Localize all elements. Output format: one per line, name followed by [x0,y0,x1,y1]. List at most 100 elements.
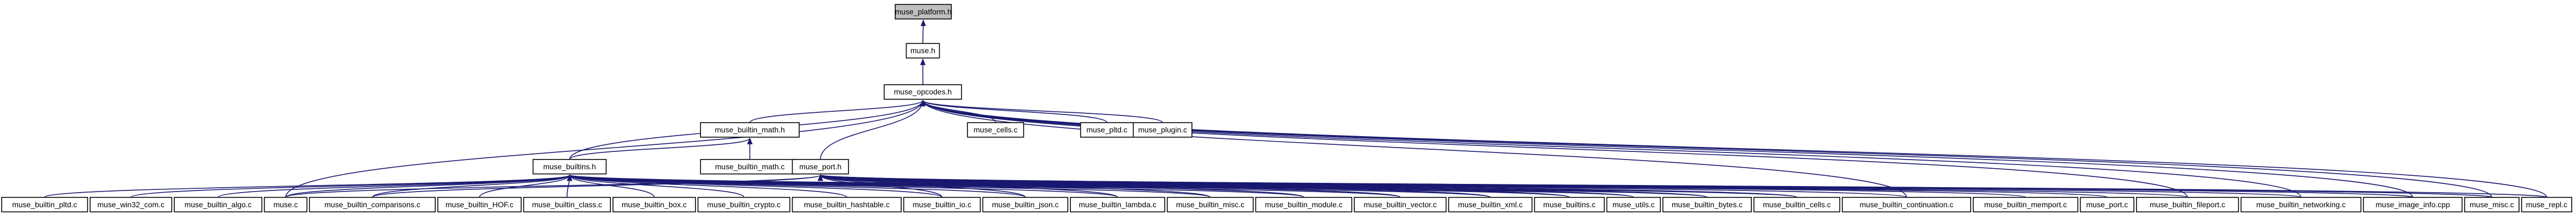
node-muse-builtin-module-c[interactable]: muse_builtin_module.c [1255,196,1353,213]
node-label: muse_builtin_continuation.c [1860,200,1954,209]
node-muse-port-h[interactable]: muse_port.h [792,159,849,175]
node-box [792,196,902,213]
node-muse-builtin-algo-c[interactable]: muse_builtin_algo.c [174,196,263,213]
node-muse-builtin-continuation-c[interactable]: muse_builtin_continuation.c [1841,196,1972,213]
node-muse-misc-c[interactable]: muse_misc.c [2464,196,2520,213]
node-label: muse_builtin_comparisons.c [324,200,420,209]
node-box [264,196,308,213]
edge-muse-builtin-comparisons-c-to-muse-builtins-h [372,174,572,198]
edge-muse-builtin-pltd-c-to-muse-builtins-h [44,174,572,198]
node-muse-builtin-pltd-c[interactable]: muse_builtin_pltd.c [1,196,88,213]
edge-muse-builtin-networking-c-to-muse-opcodes-h [920,99,2301,197]
edge-muse-plugin-c-to-muse-opcodes-h [920,99,1163,123]
edge-muse-c-to-muse-opcodes-h [285,99,926,197]
node-box [1753,196,1840,213]
node-label: muse_builtins.h [543,162,596,171]
node-box [792,159,849,175]
node-box [1166,196,1254,213]
node-label: muse_utils.c [1612,200,1655,209]
node-box [2240,196,2362,213]
node-box [967,122,1024,138]
node-label: muse_builtin_HOF.c [445,200,513,209]
node-box [174,196,263,213]
node-box [1973,196,2078,213]
node-muse-image-info-cpp[interactable]: muse_image_info.cpp [2363,196,2463,213]
node-muse-builtin-xml-c[interactable]: muse_builtin_xml.c [1448,196,1533,213]
node-label: muse_builtin_pltd.c [12,200,77,209]
node-muse-opcodes-h[interactable]: muse_opcodes.h [883,84,962,100]
node-muse-builtin-box-c[interactable]: muse_builtin_box.c [613,196,696,213]
node-box [1,196,88,213]
node-muse-builtin-cells-c[interactable]: muse_builtin_cells.c [1753,196,1840,213]
node-box [1070,196,1165,213]
node-muse-builtin-comparisons-c[interactable]: muse_builtin_comparisons.c [309,196,436,213]
node-muse-builtins-c[interactable]: muse_builtins.c [1534,196,1605,213]
node-label: muse_builtin_algo.c [184,200,252,209]
node-label: muse_port.c [2086,200,2128,209]
edge-muse-repl-c-to-muse-opcodes-h [920,99,2547,197]
node-box [437,196,522,213]
node-label: muse_builtins.c [1543,200,1596,209]
node-muse-builtin-hashtable-c[interactable]: muse_builtin_hashtable.c [792,196,902,213]
node-muse-c[interactable]: muse.c [264,196,308,213]
node-muse-builtin-memport-c[interactable]: muse_builtin_memport.c [1973,196,2078,213]
edge-muse-builtin-io-c-to-muse-port-h [818,174,943,198]
node-box [1255,196,1353,213]
node-muse-cells-c[interactable]: muse_cells.c [967,122,1024,138]
edge-muse-builtin-HOF-c-to-muse-builtins-h [479,174,572,198]
node-box [700,159,800,175]
node-muse-builtin-class-c[interactable]: muse_builtin_class.c [523,196,611,213]
node-label: muse_builtin_crypto.c [707,200,780,209]
node-muse-repl-c[interactable]: muse_repl.c [2521,196,2572,213]
node-box [1606,196,1661,213]
node-muse-builtin-misc-c[interactable]: muse_builtin_misc.c [1166,196,1254,213]
node-box [90,196,173,213]
node-muse-builtin-lambda-c[interactable]: muse_builtin_lambda.c [1070,196,1165,213]
edge-muse-c-to-muse-builtins-h [285,174,572,198]
edge-muse-builtin-crypto-c-to-muse-builtins-h [567,174,744,198]
edge-muse-builtin-math-h-to-muse-opcodes-h [749,99,926,123]
node-muse-plugin-c[interactable]: muse_plugin.c [1133,122,1193,138]
edge-muse-pltd-c-to-muse-opcodes-h [920,99,1108,123]
node-muse-builtin-HOF-c[interactable]: muse_builtin_HOF.c [437,196,522,213]
node-muse-h[interactable]: muse.h [906,43,940,59]
node-muse-utils-c[interactable]: muse_utils.c [1606,196,1661,213]
node-box [1080,122,1134,138]
node-box [523,196,611,213]
node-box [1662,196,1752,213]
node-muse-builtin-crypto-c[interactable]: muse_builtin_crypto.c [697,196,790,213]
node-box [2521,196,2572,213]
node-muse-builtin-io-c[interactable]: muse_builtin_io.c [903,196,981,213]
edge-muse-port-h-to-muse-opcodes-h [820,99,926,160]
node-muse-builtin-vector-c[interactable]: muse_builtin_vector.c [1354,196,1447,213]
node-muse-builtin-json-c[interactable]: muse_builtin_json.c [982,196,1068,213]
node-box [309,196,436,213]
node-label: muse_port.h [799,162,841,171]
node-label: muse_platform.h [895,7,952,16]
edge-muse-builtin-fileport-c-to-muse-opcodes-h [920,99,2188,197]
edge-muse-builtin-misc-c-to-muse-port-h [818,174,1211,198]
node-muse-builtins-h[interactable]: muse_builtins.h [532,159,607,175]
node-muse-builtin-math-c[interactable]: muse_builtin_math.c [700,159,800,175]
node-label: muse_builtin_json.c [992,200,1059,209]
node-box [1354,196,1447,213]
node-box [532,159,607,175]
node-muse-builtin-fileport-c[interactable]: muse_builtin_fileport.c [2136,196,2239,213]
node-label: muse_builtin_fileport.c [2150,200,2225,209]
node-label: muse_builtin_io.c [913,200,971,209]
node-muse-pltd-c[interactable]: muse_pltd.c [1080,122,1134,138]
node-muse-builtin-bytes-c[interactable]: muse_builtin_bytes.c [1662,196,1752,213]
node-box [700,122,800,138]
node-label: muse_builtin_lambda.c [1079,200,1156,209]
node-label: muse_builtin_math.h [715,125,785,134]
node-muse-builtin-math-h[interactable]: muse_builtin_math.h [700,122,800,138]
node-label: muse_builtin_box.c [622,200,687,209]
edge-muse-builtin-json-c-to-muse-port-h [818,174,1026,198]
edge-muse-builtins-h-to-muse-builtin-math-h [569,137,753,160]
node-muse-builtin-networking-c[interactable]: muse_builtin_networking.c [2240,196,2362,213]
node-box [895,4,952,20]
node-muse-platform-h[interactable]: muse_platform.h [895,4,952,20]
node-muse-win32-com-c[interactable]: muse_win32_com.c [90,196,173,213]
node-muse-port-c[interactable]: muse_port.c [2080,196,2134,213]
node-box [903,196,981,213]
